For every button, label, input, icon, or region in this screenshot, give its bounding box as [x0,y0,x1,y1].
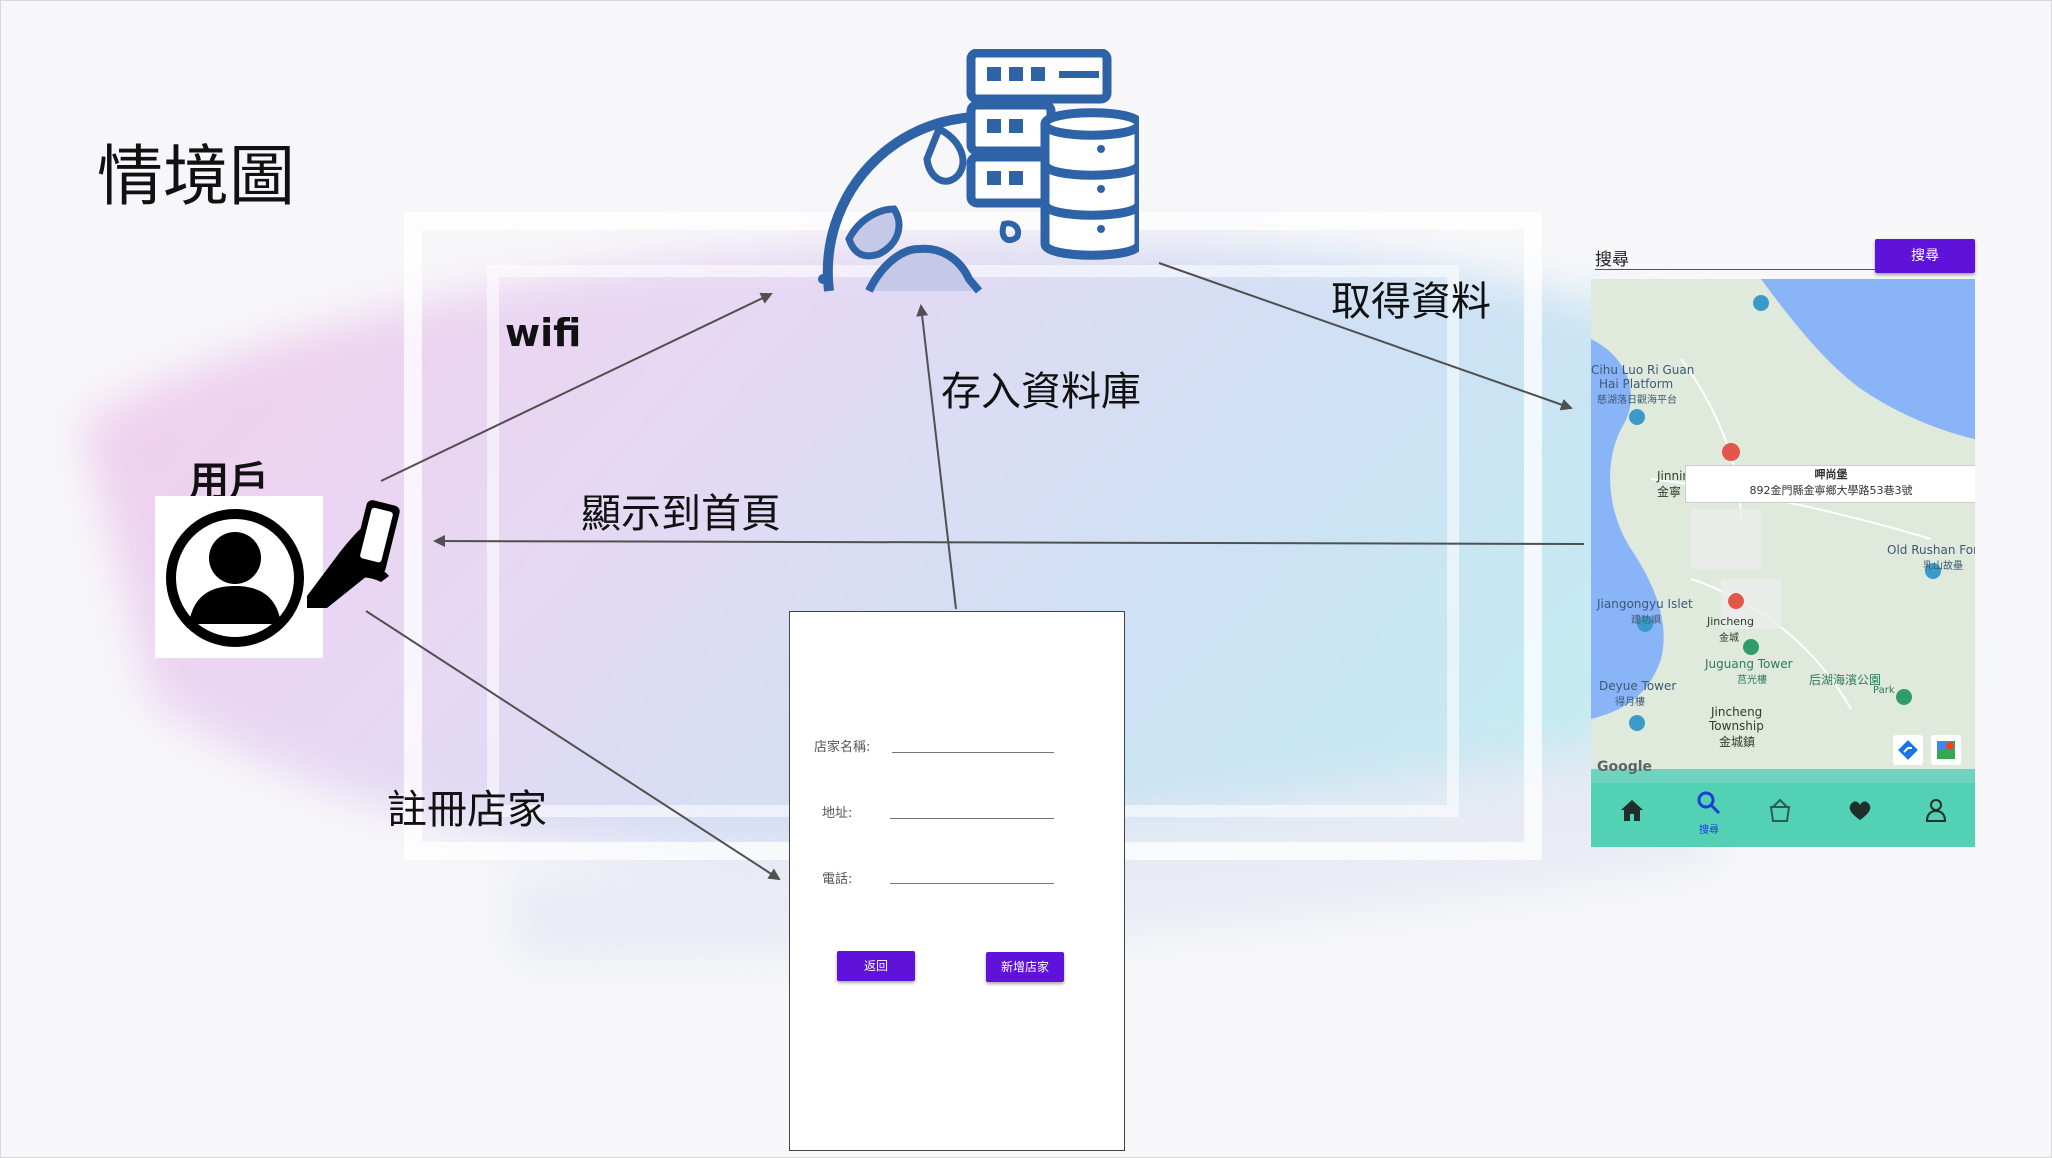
arrow-wifi [380,292,773,482]
popup-address: 892金門縣金寧鄉大學路53巷3號 [1749,484,1913,497]
place-label: Township [1709,719,1764,733]
nav-home[interactable] [1617,795,1647,835]
place-label: 后湖海濱公園 [1809,673,1882,687]
arrow-register [365,610,781,881]
arrow-show-home [433,535,1585,548]
register-label: 註冊店家 [387,787,547,833]
store-db-label: 存入資料庫 [941,369,1141,415]
place-label: Old Rushan For [1887,543,1975,557]
place-label: 乳山故壘 [1923,561,1963,572]
place-label: 金寧 [1657,485,1682,499]
arrow-get-data [1158,262,1573,411]
popup-title: 呷尚堡 [1814,468,1848,481]
directions-icon[interactable] [1893,735,1923,765]
field-label-address: 地址: [822,806,853,821]
place-label: Park [1873,685,1895,696]
cloud-database-icon [818,49,1139,294]
nav-store[interactable] [1765,795,1795,835]
store-icon [1769,798,1791,822]
heart-icon [1849,801,1871,820]
place-label: Deyue Tower [1599,679,1677,693]
wifi-label: wifi [505,311,582,355]
nav-search-label: 搜尋 [1699,825,1719,836]
place-label: 金城 [1719,633,1739,644]
place-label: Juguang Tower [1705,657,1793,671]
address-input[interactable] [890,818,1054,819]
place-label: 莒光樓 [1737,675,1767,686]
search-input[interactable]: 搜尋 [1595,250,1629,270]
search-button[interactable]: 搜尋 [1875,239,1975,273]
place-label: 得月樓 [1615,697,1645,708]
place-label: 慈湖落日觀海平台 [1597,395,1677,406]
field-label-store-name: 店家名稱: [814,740,871,755]
open-maps-icon[interactable] [1931,735,1961,765]
phone-hand-icon [307,500,400,608]
back-button[interactable]: 返回 [837,951,915,981]
place-label: 建功嶼 [1631,615,1661,626]
user-figure [155,496,323,658]
add-store-button[interactable]: 新增店家 [986,952,1064,982]
place-label: 金城鎮 [1719,735,1756,749]
user-icon [1925,799,1947,822]
phone-input[interactable] [890,883,1054,884]
search-icon [1697,791,1721,815]
nav-search[interactable]: 搜尋 [1689,789,1729,845]
home-icon [1621,800,1643,821]
google-logo: Google [1597,759,1653,775]
search-underline [1595,269,1877,270]
arrow-store-db [916,304,957,610]
place-popup[interactable]: 呷尚堡 892金門縣金寧鄉大學路53巷3號 [1685,465,1975,503]
place-label: Hai Platform [1599,377,1674,391]
bottom-nav: 搜尋 [1591,783,1975,847]
slide-title: 情境圖 [97,138,295,215]
place-label: Cihu Luo Ri Guan [1591,363,1695,377]
nav-favorites[interactable] [1845,795,1875,835]
map-land [1591,279,1975,783]
place-label: Jincheng [1711,705,1763,719]
store-name-input[interactable] [892,752,1054,753]
place-label: Jiangongyu Islet [1597,597,1693,611]
get-data-label: 取得資料 [1331,279,1491,325]
nav-profile[interactable] [1921,795,1951,835]
place-label: Jincheng [1707,615,1755,628]
register-store-screen: 店家名稱: 地址: 電話: 返回 新增店家 [789,611,1125,1151]
user-avatar-icon [166,509,304,647]
field-label-phone: 電話: [822,872,853,887]
map-search-screen: 搜尋 搜尋 [1591,233,1975,847]
map-view[interactable]: Cihu Luo Ri Guan Hai Platform 慈湖落日觀海平台 J… [1591,279,1975,783]
show-home-label: 顯示到首頁 [581,491,781,537]
